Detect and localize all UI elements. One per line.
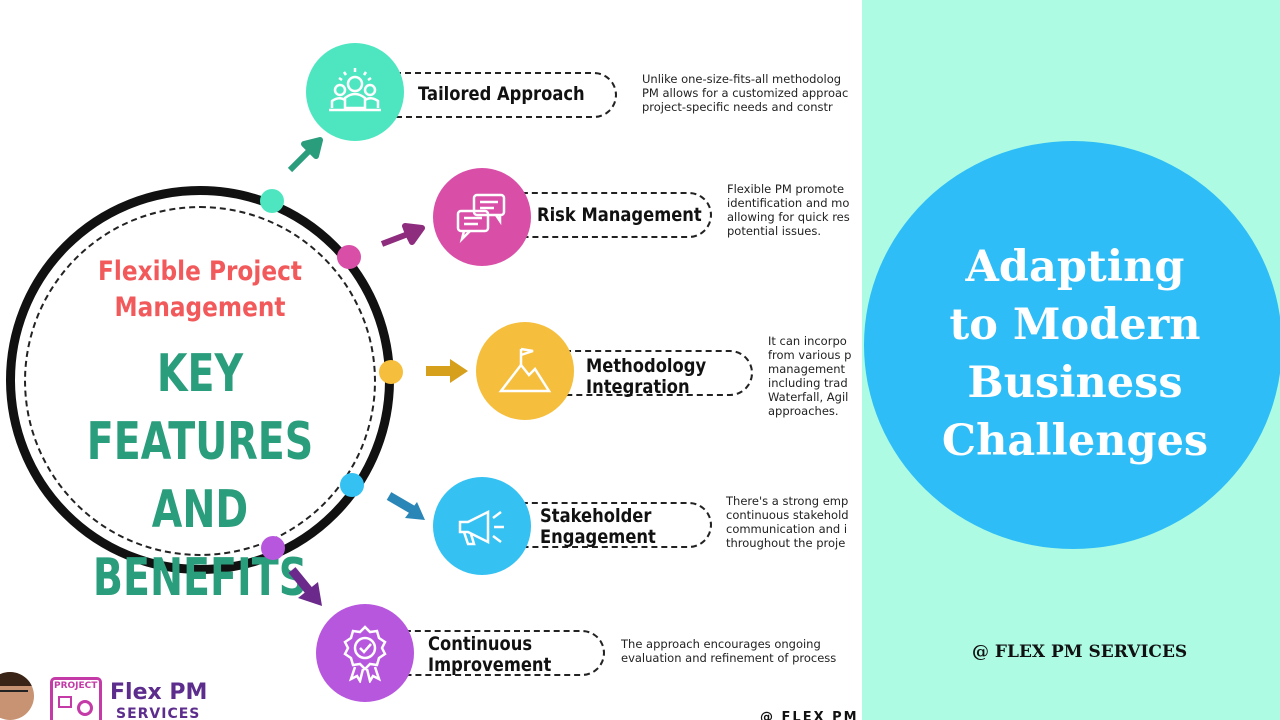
feature-title: Continuous Improvement xyxy=(428,633,552,676)
team-icon xyxy=(329,68,381,112)
badge-check-icon xyxy=(343,625,387,683)
avatar-glasses xyxy=(0,690,28,692)
connector-dot-4 xyxy=(340,473,364,497)
brand-name-sub: SERVICES xyxy=(116,706,201,720)
avatar xyxy=(0,672,34,720)
central-circle-dashed-border xyxy=(24,206,376,556)
feature-description: The approach encourages ongoing evaluati… xyxy=(621,637,837,665)
feature-icon-circle xyxy=(433,477,531,575)
footer-watermark: @ FLEX PM xyxy=(760,710,859,720)
connector-dot-5 xyxy=(261,536,285,560)
avatar-hair xyxy=(0,672,34,686)
feature-label-box xyxy=(555,350,753,396)
feature-label-box xyxy=(395,630,605,676)
panel-credit: @ FLEX PM SERVICES xyxy=(972,642,1188,662)
brand-logo: PROJECT xyxy=(50,677,102,720)
feature-icon-circle xyxy=(316,604,414,702)
feature-description: Unlike one-size-fits-all methodolog PM a… xyxy=(642,72,849,114)
document-icon xyxy=(58,696,72,708)
feature-description: There's a strong emp continuous stakehol… xyxy=(726,494,849,550)
infographic-panel: Flexible Project Management KEY FEATURES… xyxy=(0,43,859,720)
arrow-icon xyxy=(288,567,322,606)
connector-dot-3 xyxy=(379,360,403,384)
feature-title: Risk Management xyxy=(537,204,702,226)
arrow-icon xyxy=(426,359,468,383)
brand-name: Flex PM xyxy=(110,680,208,705)
title-circle xyxy=(864,141,1280,549)
chat-bubbles-icon xyxy=(456,193,506,244)
feature-icon-circle xyxy=(433,168,531,266)
feature-title: Tailored Approach xyxy=(418,83,585,105)
brand-logo-tag: PROJECT xyxy=(54,681,98,691)
feature-title: Stakeholder Engagement xyxy=(540,505,656,548)
arrow-icon xyxy=(287,137,323,173)
feature-description: Flexible PM promote identification and m… xyxy=(727,182,850,238)
arrow-icon xyxy=(380,223,425,247)
feature-description: It can incorpo from various p management… xyxy=(768,334,852,418)
hero-subtitle: Flexible Project Management xyxy=(98,256,302,323)
feature-icon-circle xyxy=(306,43,404,141)
megaphone-icon xyxy=(458,509,504,546)
feature-label-box xyxy=(385,72,617,118)
connector-dot-2 xyxy=(337,245,361,269)
feature-title: Methodology Integration xyxy=(586,355,707,398)
feature-label-box xyxy=(512,502,712,548)
connector-dot-1 xyxy=(260,189,284,213)
gear-icon xyxy=(77,700,93,716)
mountain-flag-icon xyxy=(498,347,552,393)
feature-label-box xyxy=(512,192,712,238)
feature-icon-circle xyxy=(476,322,574,420)
arrow-icon xyxy=(386,492,425,520)
panel-title: Adapting to Modern Business Challenges xyxy=(941,242,1209,466)
